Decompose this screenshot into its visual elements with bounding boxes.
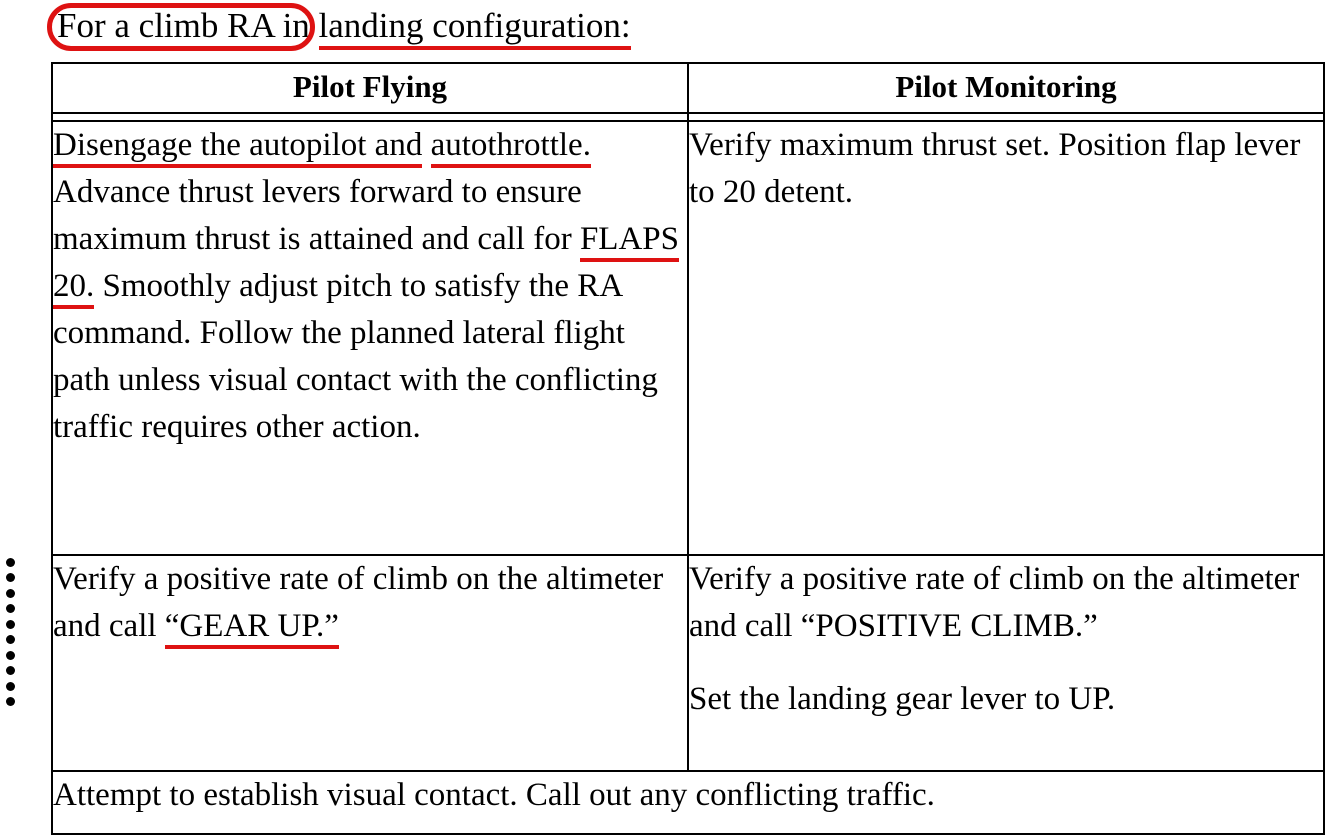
table-header-rule [51, 112, 1325, 122]
change-bar-dot [5, 604, 15, 614]
cell-shared-action: Attempt to establish visual contact. Cal… [51, 770, 1325, 835]
caption-boxed-phrase: For a climb RA [57, 6, 274, 45]
table-caption: For a climb RA in landing configuration: [57, 2, 1322, 52]
cell-pilot-flying-step1: Disengage the autopilot and autothrottle… [51, 120, 689, 556]
procedure-table: Pilot Flying Pilot Monitoring Disengage … [51, 62, 1325, 835]
step2-text-part1: Verify a positive rate of climb on the a… [53, 561, 664, 644]
step2-underlined-callout: “GEAR UP.” [164, 608, 339, 649]
caption-middle-text: in [273, 6, 319, 45]
step1-text-part3: Advance thrust levers forward to ensure … [53, 174, 582, 257]
cell-pilot-monitoring-step1: Verify maximum thrust set. Position flap… [687, 120, 1325, 556]
table-footer-row: Attempt to establish visual contact. Cal… [51, 770, 1325, 835]
step1-text-part5: Smoothly adjust pitch to satisfy the RA … [53, 268, 658, 445]
change-bar-dot [5, 619, 15, 629]
change-bar-dot [5, 681, 15, 691]
header-rule-right [687, 112, 1325, 122]
cell-pilot-monitoring-step2: Verify a positive rate of climb on the a… [687, 554, 1325, 772]
change-bar-dot [5, 635, 15, 645]
header-rule-left [51, 112, 689, 122]
column-header-pilot-flying: Pilot Flying [51, 62, 689, 114]
change-bar-dot [5, 666, 15, 676]
change-bar-dot [5, 573, 15, 583]
table-header-row: Pilot Flying Pilot Monitoring [51, 62, 1325, 114]
change-bar-dot [5, 696, 15, 706]
change-bar-dot [5, 588, 15, 598]
table-row: Disengage the autopilot and autothrottle… [51, 120, 1325, 556]
step1-underlined-phrase-1: Disengage the autopilot and [53, 127, 423, 168]
change-bar-dot [5, 558, 15, 567]
step2-monitoring-paragraph-2: Set the landing gear lever to UP. [689, 681, 1116, 717]
change-bar-dots [2, 558, 18, 706]
column-header-pilot-monitoring: Pilot Monitoring [687, 62, 1325, 114]
caption-underlined-phrase: landing configuration: [318, 6, 631, 50]
step1-underlined-phrase-2: autothrottle. [430, 127, 591, 168]
procedure-table-container: Pilot Flying Pilot Monitoring Disengage … [51, 62, 1325, 835]
change-bar-dot [5, 650, 15, 660]
step1-underlined-phrase-3: FLAPS 20. [53, 221, 680, 309]
step2-monitoring-paragraph-1: Verify a positive rate of climb on the a… [689, 561, 1300, 644]
table-row: Verify a positive rate of climb on the a… [51, 554, 1325, 772]
cell-pilot-flying-step2: Verify a positive rate of climb on the a… [51, 554, 689, 772]
step1-monitoring-text: Verify maximum thrust set. Position flap… [689, 127, 1301, 210]
